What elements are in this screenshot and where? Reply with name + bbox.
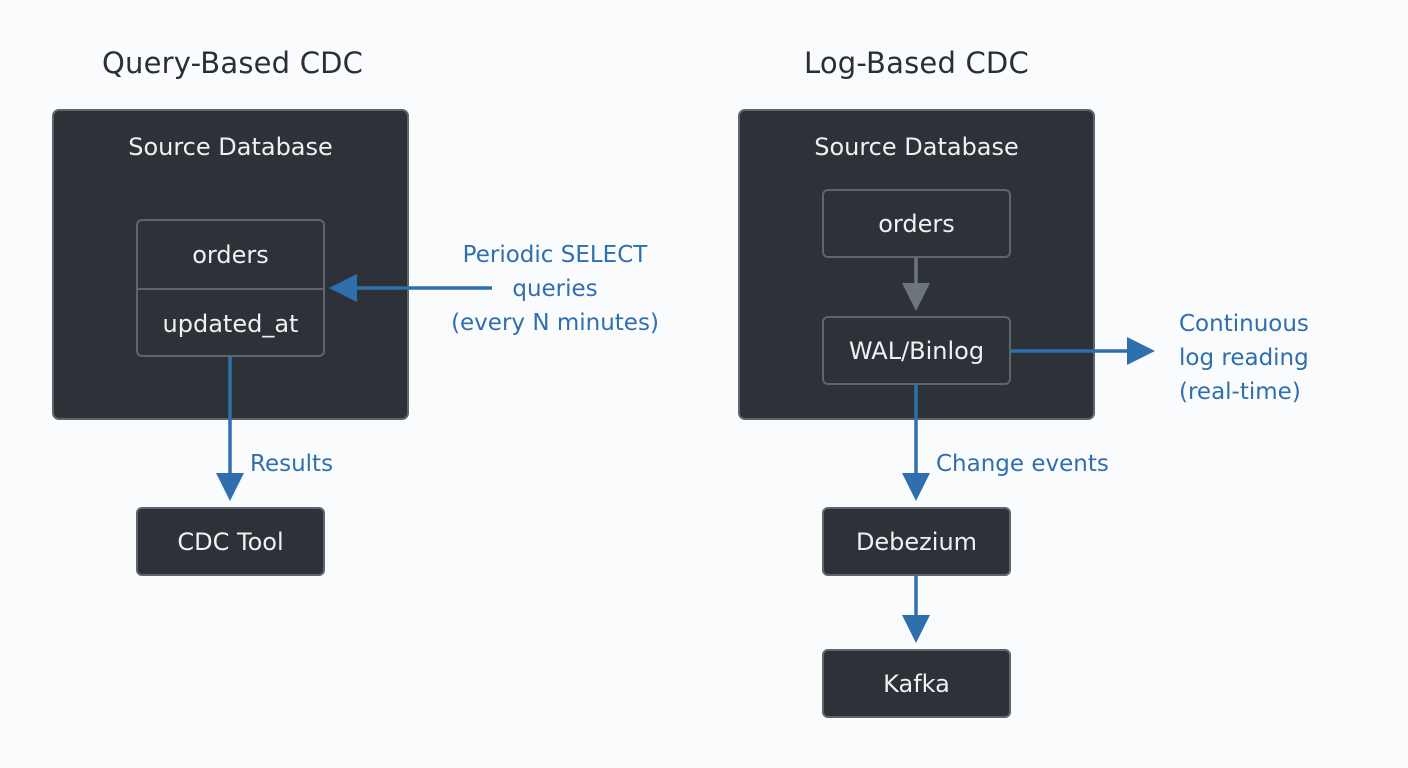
results-label: Results xyxy=(250,451,334,477)
log-orders-box: orders xyxy=(822,189,1011,258)
query-based-cdc-title: Query-Based CDC xyxy=(102,46,364,80)
log-based-cdc-title: Log-Based CDC xyxy=(804,46,1029,80)
kafka-box: Kafka xyxy=(822,649,1011,718)
continuous-line-3: (real-time) xyxy=(1179,379,1301,405)
periodic-select-line-3: (every N minutes) xyxy=(451,310,659,336)
continuous-line-1: Continuous xyxy=(1179,311,1309,337)
query-source-database-label: Source Database xyxy=(128,133,333,161)
periodic-select-line-2: queries xyxy=(512,276,598,302)
query-updated-at-column: updated_at xyxy=(162,309,299,338)
query-orders-table-name: orders xyxy=(192,241,269,269)
query-orders-table: orders updated_at xyxy=(136,219,325,357)
continuous-log-reading-label: Continuous log reading (real-time) xyxy=(1179,307,1309,409)
debezium-box: Debezium xyxy=(822,507,1011,576)
table-divider xyxy=(138,288,323,290)
continuous-line-2: log reading xyxy=(1179,345,1309,371)
log-source-database-label: Source Database xyxy=(814,133,1019,161)
periodic-select-label: Periodic SELECT queries (every N minutes… xyxy=(438,238,672,340)
wal-binlog-box: WAL/Binlog xyxy=(822,316,1011,385)
periodic-select-line-1: Periodic SELECT xyxy=(462,242,648,268)
cdc-tool-box: CDC Tool xyxy=(136,507,325,576)
change-events-label: Change events xyxy=(936,451,1109,477)
